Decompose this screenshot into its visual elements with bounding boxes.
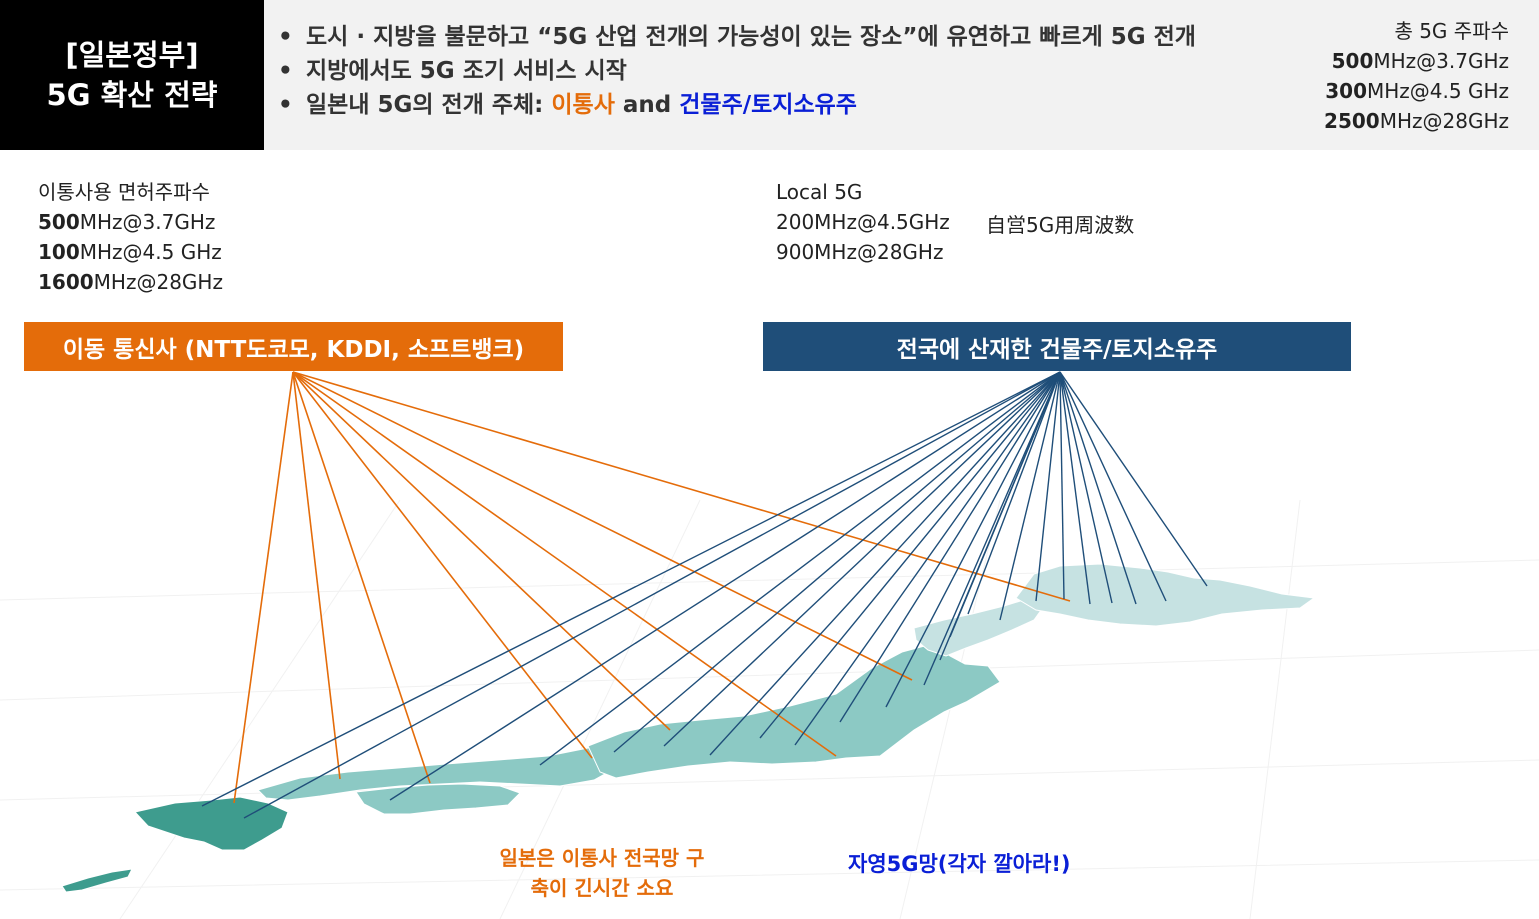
carrier-connector	[292, 371, 1071, 602]
owner-connector	[1059, 371, 1208, 587]
owner-connector	[839, 371, 1061, 723]
bullet-prefix: 일본내 5G의 전개 주체:	[306, 92, 552, 118]
carrier-connector	[292, 371, 341, 780]
owner-connector	[1059, 371, 1065, 600]
carrier-freq-row: 100MHz@4.5 GHz	[38, 240, 222, 264]
owner-connector	[923, 371, 1061, 686]
owner-lines	[201, 371, 1208, 819]
owners-highlight: 건물주/토지소유주	[679, 92, 857, 118]
carrier-connector	[292, 371, 837, 757]
carrier-connector	[292, 371, 431, 784]
owner-connector	[663, 371, 1061, 747]
title-line-2: 5G 확산 전략	[46, 78, 218, 112]
owner-connector	[949, 371, 1061, 638]
hokkaido-region	[1015, 563, 1316, 627]
okinawa-islands	[61, 868, 133, 893]
tohoku-region	[913, 597, 1045, 657]
strategy-bullets: 도시 · 지방을 불문하고 “5G 산업 전개의 가능성이 있는 장소”에 유연…	[278, 20, 1196, 122]
bullet-item: 지방에서도 5G 조기 서비스 시작	[278, 54, 1196, 88]
owner-connector	[999, 371, 1061, 621]
total-row: 300MHz@4.5 GHz	[1325, 79, 1509, 103]
carrier-note-line: 축이 긴시간 소요	[530, 876, 674, 900]
title-line-1: [일본정부]	[65, 38, 199, 72]
owner-connector	[759, 371, 1061, 739]
owner-connector	[1059, 371, 1137, 605]
carrier-connector	[292, 371, 913, 681]
carrier-connector	[292, 371, 593, 759]
bullet-middle: and	[614, 92, 680, 118]
carrier-freq-row: 1600MHz@28GHz	[38, 270, 223, 294]
owner-connector	[613, 371, 1061, 753]
title-box: [일본정부] 5G 확산 전략	[0, 0, 264, 150]
local-5g-note: 自営5G用周波数	[986, 213, 1135, 237]
total-title: 총 5G 주파수	[1394, 19, 1509, 43]
carrier-freq-title: 이통사용 면허주파수	[38, 180, 210, 204]
owner-connector	[1059, 371, 1167, 602]
private-network-note: 자영5G망(각자 깔아라!)	[848, 852, 1071, 876]
owner-connector	[967, 371, 1061, 615]
owner-connector	[709, 371, 1061, 756]
carrier-note: 일본은 이통사 전국망 구 축이 긴시간 소요	[470, 843, 734, 903]
carrier-connector	[233, 371, 294, 804]
bullet-item: 일본내 5G의 전개 주체: 이통사 and 건물주/토지소유주	[278, 88, 1196, 122]
carrier-connector	[292, 371, 671, 731]
total-row: 2500MHz@28GHz	[1324, 109, 1509, 133]
japan-map	[61, 563, 1316, 893]
owner-connector	[885, 371, 1061, 708]
owner-connector	[389, 371, 1061, 801]
total-row: 500MHz@3.7GHz	[1331, 49, 1509, 73]
local-5g-row: 200MHz@4.5GHz	[776, 210, 950, 234]
bullet-item: 도시 · 지방을 불문하고 “5G 산업 전개의 가능성이 있는 장소”에 유연…	[278, 20, 1196, 54]
carrier-lines	[233, 371, 1071, 804]
carrier-note-line: 일본은 이통사 전국망 구	[499, 846, 705, 870]
carrier-highlight: 이통사	[551, 92, 615, 118]
carrier-frequency: 이통사용 면허주파수 500MHz@3.7GHz 100MHz@4.5 GHz …	[38, 177, 223, 297]
carrier-label: 이동 통신사 (NTT도코모, KDDI, 소프트뱅크)	[24, 322, 563, 371]
kyushu-region	[134, 796, 289, 851]
shikoku-region	[355, 783, 521, 815]
owner-connector	[201, 371, 1061, 807]
local-5g-title: Local 5G	[776, 180, 863, 204]
owner-connector	[243, 371, 1061, 819]
owner-connector	[1059, 371, 1091, 605]
local-5g-row: 900MHz@28GHz	[776, 240, 944, 264]
owner-connector	[1035, 371, 1061, 602]
carrier-freq-row: 500MHz@3.7GHz	[38, 210, 216, 234]
local-5g-frequency: Local 5G 200MHz@4.5GHz 900MHz@28GHz	[776, 177, 950, 267]
total-frequency: 총 5G 주파수 500MHz@3.7GHz 300MHz@4.5 GHz 25…	[1324, 16, 1509, 136]
honshu-central	[587, 643, 1001, 779]
owner-connector	[794, 371, 1061, 746]
owners-label: 전국에 산재한 건물주/토지소유주	[763, 322, 1351, 371]
owner-connector	[1059, 371, 1113, 604]
owner-connector	[539, 371, 1061, 766]
